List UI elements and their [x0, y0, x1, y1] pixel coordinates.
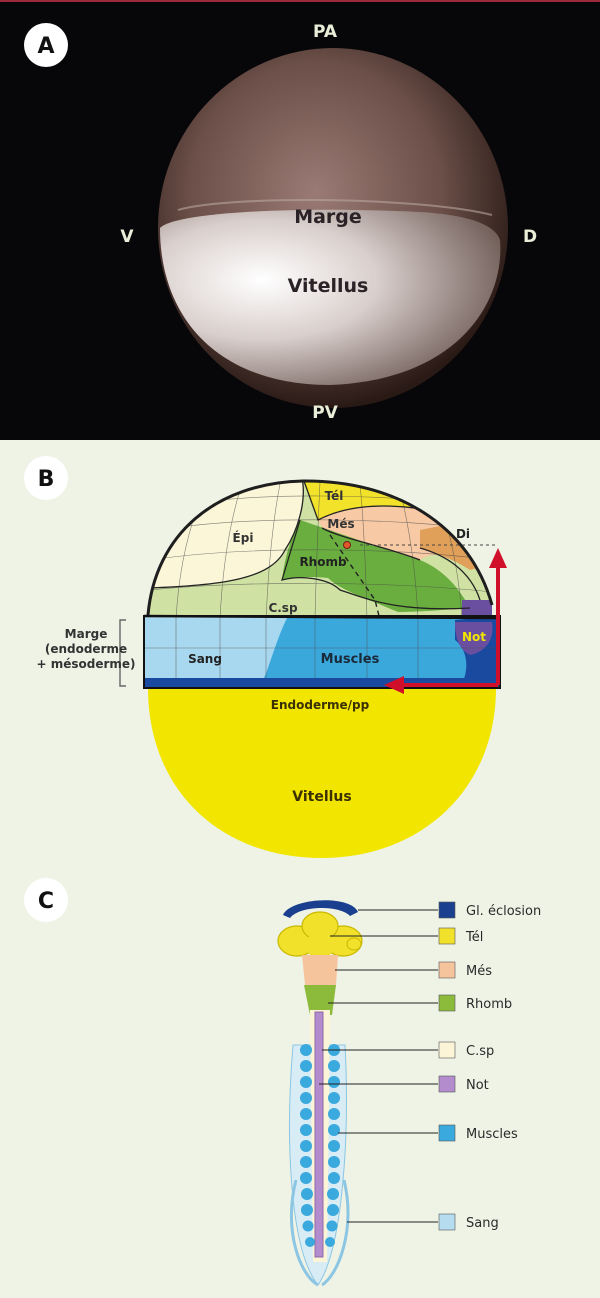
legend-item: Not	[438, 1075, 489, 1093]
legend-item: Rhomb	[438, 994, 512, 1012]
legend-label: Més	[466, 964, 492, 979]
label-not-b: Not	[462, 630, 486, 644]
panel-b: B	[24, 456, 507, 858]
hemisphere-outline	[146, 479, 494, 616]
midline-dashed	[329, 534, 381, 620]
label-tel-b: Tél	[325, 489, 344, 503]
region-not	[455, 622, 493, 655]
label-vitellus-b: Vitellus	[292, 789, 351, 805]
label-marge-a: Marge	[294, 206, 362, 228]
label-epi-b: Épi	[233, 530, 254, 545]
svg-text:C: C	[38, 889, 54, 914]
label-endoderme: Endoderme/pp	[271, 698, 370, 712]
panel-a: A PA PV V D Marge Vitellus	[0, 0, 600, 440]
label-marge-b-line3: + mésoderme)	[36, 657, 135, 671]
mesencephalon	[302, 955, 338, 985]
region-sang	[144, 616, 288, 678]
larva	[277, 900, 363, 1287]
panel-c: C	[24, 878, 541, 1287]
legend-item: Muscles	[438, 1124, 518, 1142]
label-csp-b: C.sp	[268, 601, 298, 615]
leader-lines	[319, 909, 438, 1223]
svg-text:A: A	[37, 34, 54, 59]
legend-label: Sang	[466, 1216, 499, 1231]
legend-item: Gl. éclosion	[438, 901, 541, 919]
legend: Gl. éclosion Tél Més Rhomb C.sp Not	[438, 901, 541, 1231]
badge-c: C	[24, 878, 68, 922]
animal-hemisphere	[148, 480, 492, 620]
endoderm-band	[144, 678, 500, 688]
badge-a: A	[24, 23, 68, 67]
blastoderm-edge	[177, 198, 493, 216]
legend-label: Gl. éclosion	[466, 904, 541, 919]
yolk-photo	[160, 209, 501, 385]
label-muscles-b: Muscles	[321, 652, 380, 667]
label-sang-b: Sang	[188, 652, 222, 666]
label-v: V	[120, 227, 134, 247]
label-pv: PV	[312, 403, 338, 423]
rhombencephalon	[304, 985, 336, 1015]
label-d: D	[523, 227, 537, 247]
legend-label: Muscles	[466, 1127, 518, 1142]
label-vitellus-a: Vitellus	[288, 275, 369, 297]
telencephalon-base	[306, 931, 334, 959]
legend-label: C.sp	[466, 1044, 494, 1059]
legend-item: C.sp	[438, 1041, 494, 1059]
legend-label: Rhomb	[466, 997, 512, 1012]
yolk-region	[148, 688, 496, 858]
label-rhomb-b: Rhomb	[299, 555, 347, 569]
shield-dot	[343, 541, 351, 549]
label-pa: PA	[313, 22, 338, 42]
legend-item: Tél	[438, 927, 483, 945]
badge-b: B	[24, 456, 68, 500]
hatching-gland-arc	[283, 900, 358, 918]
legend-item: Més	[438, 961, 492, 979]
marge-bracket: Marge (endoderme + mésoderme)	[36, 619, 136, 687]
label-mes-b: Més	[327, 517, 354, 531]
notochord	[314, 1011, 324, 1258]
label-marge-b-line2: (endoderme	[45, 642, 127, 656]
legend-label: Tél	[465, 930, 483, 945]
label-marge-b: Marge	[65, 627, 108, 641]
region-rhomb	[282, 520, 470, 612]
axis-arrows	[360, 544, 507, 694]
legend-item: Sang	[438, 1213, 499, 1231]
svg-text:B: B	[38, 467, 55, 492]
label-di-b: Di	[456, 527, 470, 541]
legend-label: Not	[466, 1078, 489, 1093]
marge-band	[143, 614, 501, 689]
top-rule	[0, 0, 600, 2]
marge-grid	[144, 616, 500, 688]
